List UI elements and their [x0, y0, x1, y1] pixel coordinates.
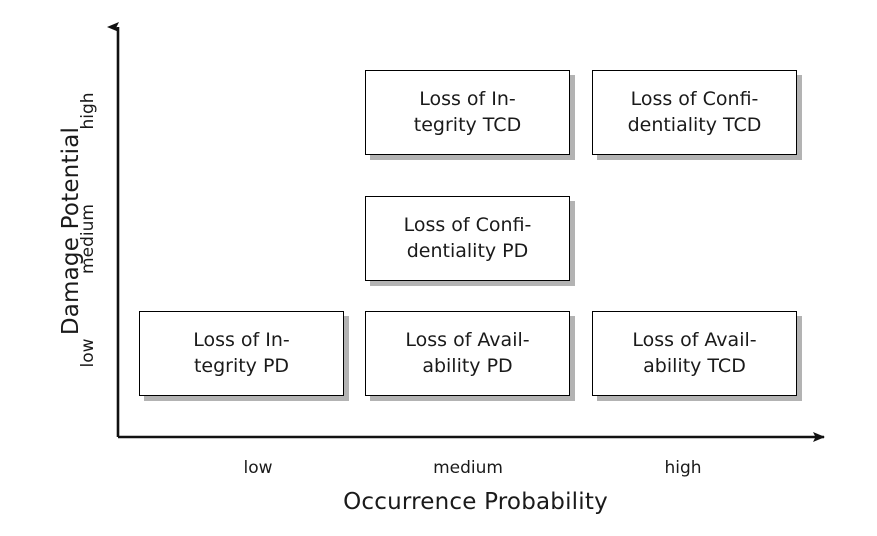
risk-box-line-1: Loss of In-	[419, 88, 516, 111]
x-axis-title: Occurrence Probability	[343, 489, 608, 515]
y-tick-label-low: low	[78, 338, 98, 368]
risk-box-line-1: Loss of Confi-	[630, 88, 759, 111]
risk-box-loss-of-integrity-pd: Loss of In- tegrity PD	[139, 311, 344, 396]
risk-box-line-2: tegrity PD	[193, 354, 290, 377]
risk-box-loss-of-confidentiality-tcd: Loss of Confi- dentiality TCD	[592, 70, 797, 155]
risk-box-line-2: ability TCD	[643, 354, 746, 377]
x-tick-label-medium: medium	[433, 458, 503, 478]
risk-box-loss-of-availability-pd: Loss of Avail- ability PD	[365, 311, 570, 396]
y-tick-label-high: high	[78, 92, 98, 130]
risk-box-line-1: Loss of Avail-	[632, 329, 757, 352]
risk-box-line-2: tegrity TCD	[413, 113, 522, 136]
y-tick-label-medium: medium	[78, 204, 98, 274]
risk-box-loss-of-confidentiality-pd: Loss of Confi- dentiality PD	[365, 196, 570, 281]
risk-box-line-2: dentiality TCD	[627, 113, 762, 136]
risk-box-line-2: dentiality PD	[406, 239, 529, 262]
risk-box-line-1: Loss of Avail-	[405, 329, 530, 352]
x-tick-label-low: low	[243, 458, 273, 478]
risk-box-loss-of-integrity-tcd: Loss of In- tegrity TCD	[365, 70, 570, 155]
risk-box-line-1: Loss of Confi-	[403, 214, 532, 237]
x-tick-label-high: high	[664, 458, 702, 478]
risk-box-line-2: ability PD	[422, 354, 513, 377]
risk-box-loss-of-availability-tcd: Loss of Avail- ability TCD	[592, 311, 797, 396]
risk-box-line-1: Loss of In-	[193, 329, 290, 352]
